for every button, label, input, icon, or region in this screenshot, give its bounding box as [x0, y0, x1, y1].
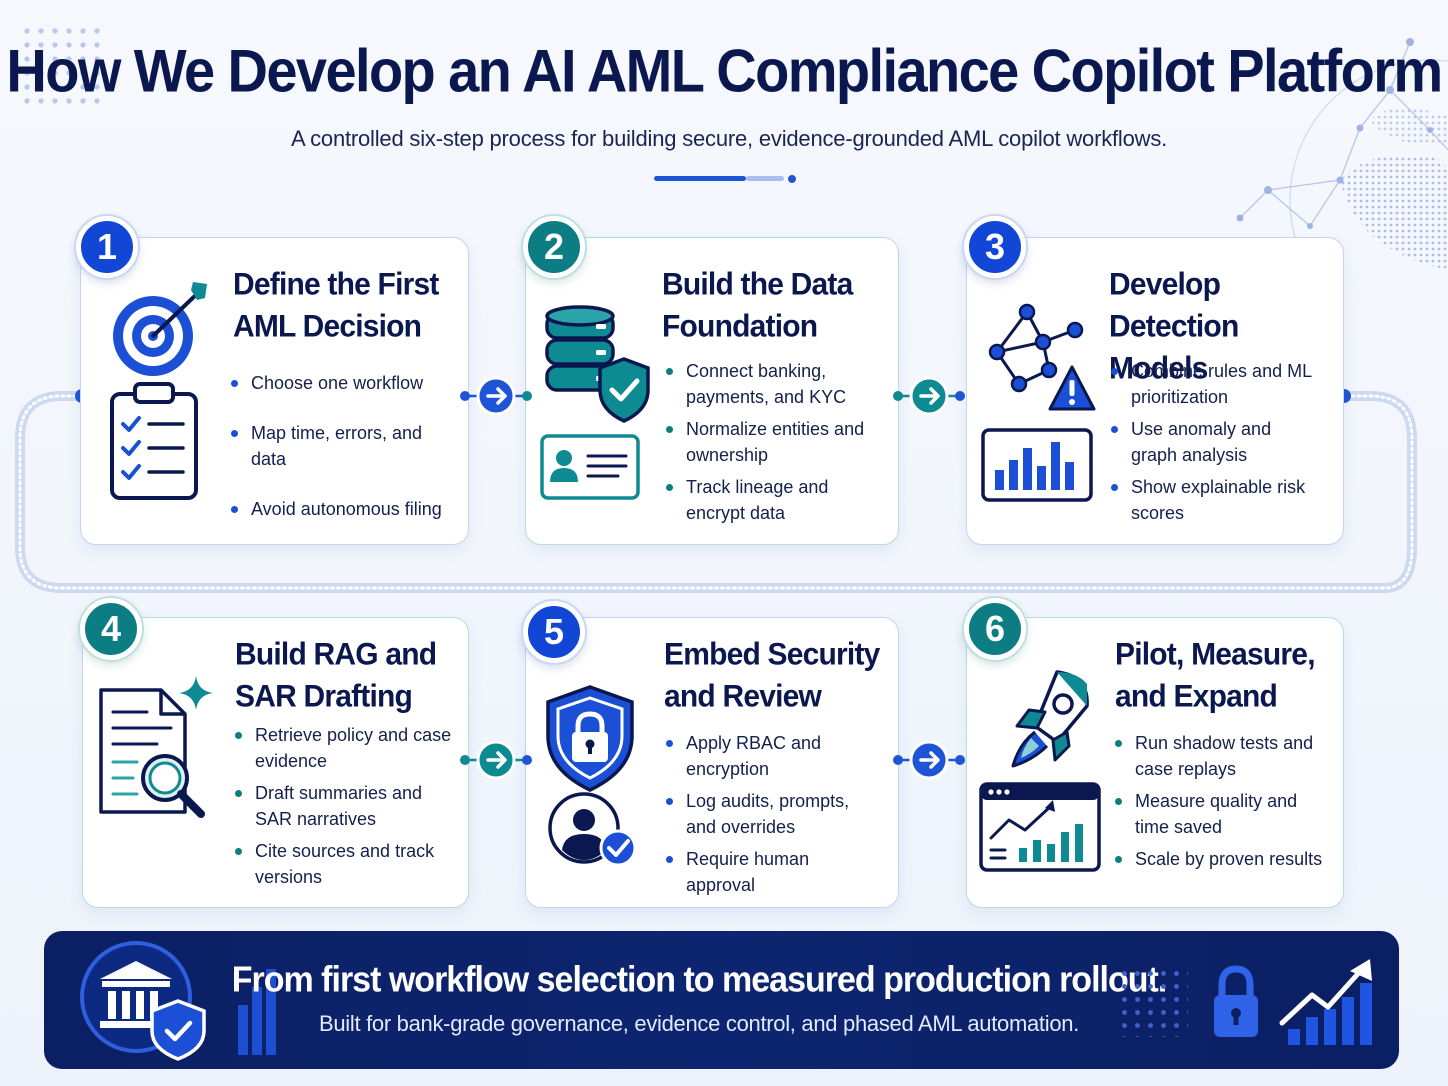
database-icon — [545, 305, 615, 392]
step-3-number-badge: 3 — [964, 216, 1026, 278]
step-card-4: Build RAG and SAR Drafting Retrieve poli… — [82, 617, 469, 908]
footer-banner: From first workflow selection to measure… — [44, 931, 1399, 1069]
bank-icon — [80, 941, 276, 1061]
warning-icon — [1048, 365, 1096, 411]
sparkle-icon — [179, 676, 213, 710]
decorative-dots — [20, 24, 104, 108]
step-5-title-line1: Embed Security — [664, 637, 880, 672]
step-6-title-line1: Pilot, Measure, — [1115, 637, 1316, 672]
step-2-bullets: Connect banking, payments, and KYC Norma… — [666, 358, 876, 532]
step-1-bullet: Map time, errors, and data — [231, 420, 461, 472]
step-6-bullets: Run shadow tests and case replays Measur… — [1115, 730, 1325, 878]
step-6-title-line2: and Expand — [1115, 679, 1278, 714]
step-card-5: Embed Security and Review Apply RBAC and… — [525, 617, 899, 908]
step-1-title-line2: AML Decision — [233, 309, 422, 344]
step-2-bullet: Normalize entities and ownership — [666, 416, 876, 468]
step-card-6: Pilot, Measure, and Expand Run shadow te… — [966, 617, 1344, 908]
step-1-title-line1: Define the First — [233, 267, 439, 302]
step-3-title-line2: Models — [1109, 351, 1208, 386]
step-4-number-badge: 4 — [80, 598, 142, 660]
footer-subtitle: Built for bank-grade governance, evidenc… — [318, 1011, 1080, 1036]
step-4-title-line1: Build RAG and — [235, 637, 437, 672]
step-3-bullets: Combine rules and ML prioritization Use … — [1111, 358, 1321, 532]
step-4-bullet: Retrieve policy and case evidence — [235, 722, 455, 774]
step-6-bullet: Scale by proven results — [1115, 846, 1325, 872]
step-2-title-line1: Build the Data — [662, 267, 853, 302]
step-2-number-badge: 2 — [523, 216, 585, 278]
step-1-bullet: Avoid autonomous filing — [231, 496, 461, 522]
globe-icon — [1236, 38, 1448, 280]
step-6-bullet: Run shadow tests and case replays — [1115, 730, 1325, 782]
step-5-number-badge: 5 — [523, 601, 585, 663]
step-4-bullet: Cite sources and track versions — [235, 838, 455, 890]
step-4-bullet: Draft summaries and SAR narratives — [235, 780, 455, 832]
page-title: How We Develop an AI AML Compliance Copi… — [6, 36, 1443, 105]
step-3-bullet: Show explainable risk scores — [1111, 474, 1321, 526]
page-subtitle: A controlled six-step process for buildi… — [290, 126, 1168, 151]
arrow-right-icon — [460, 740, 532, 780]
step-2-bullet: Track lineage and encrypt data — [666, 474, 876, 526]
step-5-bullets: Apply RBAC and encryption Log audits, pr… — [666, 730, 876, 904]
bar-chart-icon — [981, 428, 1093, 502]
step-1-number-badge: 1 — [76, 216, 138, 278]
step-5-bullet: Log audits, prompts, and overrides — [666, 788, 876, 840]
step-5-title-line2: and Review — [664, 679, 822, 714]
network-graph-icon — [988, 303, 1084, 393]
step-3-bullet: Combine rules and ML prioritization — [1111, 358, 1321, 410]
step-5-bullet: Apply RBAC and encryption — [666, 730, 876, 782]
dashboard-icon — [979, 782, 1101, 872]
step-card-2: Build the Data Foundation Connect bankin… — [525, 237, 899, 545]
step-card-3: Develop Detection Models Combine rules a… — [966, 237, 1344, 545]
arrow-right-icon — [460, 376, 532, 416]
decorative-dots — [1118, 967, 1188, 1037]
shield-lock-icon — [546, 685, 634, 792]
arrow-right-icon — [893, 740, 965, 780]
step-4-title-line2: SAR Drafting — [235, 679, 413, 714]
shield-check-icon — [598, 357, 650, 423]
id-card-icon — [540, 434, 640, 500]
lock-icon — [1214, 965, 1258, 1037]
step-3-bullet: Use anomaly and graph analysis — [1111, 416, 1321, 468]
step-5-bullet: Require human approval — [666, 846, 876, 898]
step-1-bullets: Choose one workflow Map time, errors, an… — [231, 370, 461, 528]
title-divider — [654, 175, 798, 183]
target-icon — [113, 282, 207, 376]
step-4-bullets: Retrieve policy and case evidence Draft … — [235, 722, 455, 896]
footer-title: From first workflow selection to measure… — [231, 960, 1168, 1000]
step-6-number-badge: 6 — [964, 598, 1026, 660]
growth-chart-icon — [1279, 959, 1372, 1045]
step-2-title-line2: Foundation — [662, 309, 818, 344]
step-6-bullet: Measure quality and time saved — [1115, 788, 1325, 840]
checklist-icon — [110, 382, 198, 500]
step-1-bullet: Choose one workflow — [231, 370, 461, 396]
step-2-bullet: Connect banking, payments, and KYC — [666, 358, 876, 410]
step-3-title-line1: Develop Detection — [1109, 267, 1239, 344]
user-check-icon — [548, 792, 637, 867]
step-card-1: Define the First AML Decision Choose one… — [80, 237, 469, 545]
rocket-icon — [1011, 670, 1089, 768]
document-search-icon — [99, 688, 205, 818]
arrow-right-icon — [893, 376, 965, 416]
